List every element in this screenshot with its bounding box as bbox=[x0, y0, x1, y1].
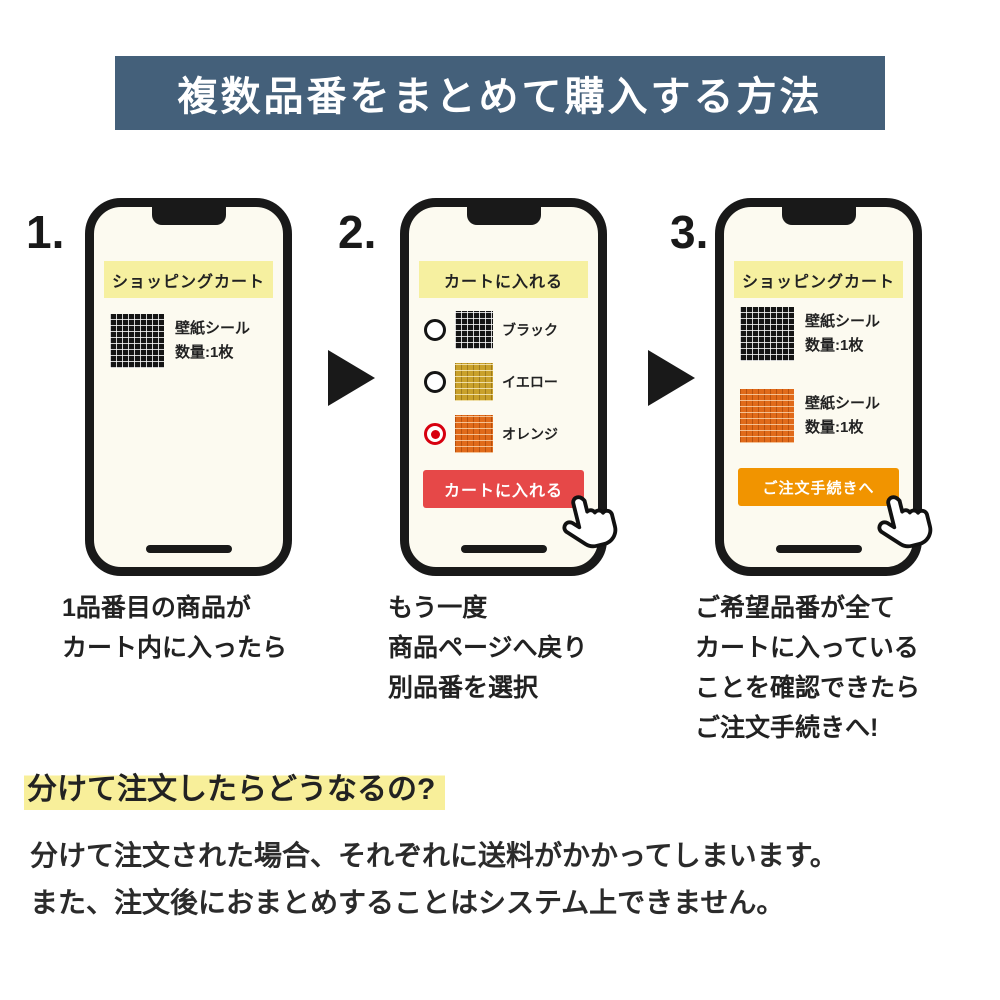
phone-notch bbox=[151, 205, 226, 225]
caption-line: もう一度 bbox=[388, 594, 488, 622]
phone-home-indicator bbox=[460, 545, 547, 553]
color-option-black[interactable]: ブラック bbox=[424, 311, 558, 349]
product-quantity: 数量:1枚 bbox=[175, 344, 234, 361]
cart-item-text: 壁紙シール 数量:1枚 bbox=[805, 310, 880, 358]
step3-caption: ご希望品番が全て カートに入っている ことを確認できたら ご注文手続きへ! bbox=[695, 588, 920, 748]
checkout-button[interactable]: ご注文手続きへ bbox=[738, 468, 899, 506]
cart-item-text: 壁紙シール 数量:1枚 bbox=[175, 317, 250, 365]
add-to-cart-screen-title: カートに入れる bbox=[419, 261, 588, 298]
product-swatch-black bbox=[110, 314, 164, 368]
product-quantity: 数量:1枚 bbox=[805, 337, 864, 354]
step-number-1: 1. bbox=[26, 206, 65, 258]
product-swatch-orange bbox=[740, 389, 794, 443]
caption-line: 1品番目の商品が bbox=[62, 594, 251, 622]
footer-body: 分けて注文された場合、それぞれに送料がかかってしまいます。 また、注文後におまと… bbox=[30, 832, 838, 926]
caption-line: ご希望品番が全て bbox=[695, 594, 896, 622]
swatch-black bbox=[455, 311, 493, 349]
step1-caption: 1品番目の商品が カート内に入ったら bbox=[62, 588, 287, 668]
cart-screen-title: ショッピングカート bbox=[104, 261, 273, 298]
option-label: イエロー bbox=[502, 374, 558, 390]
arrow-right-icon bbox=[328, 350, 375, 406]
cart-screen-title: ショッピングカート bbox=[734, 261, 903, 298]
page-title: 複数品番をまとめて購入する方法 bbox=[115, 56, 885, 130]
color-option-orange[interactable]: オレンジ bbox=[424, 415, 558, 453]
phone-notch bbox=[781, 205, 856, 225]
cart-item-row: 壁紙シール 数量:1枚 bbox=[740, 389, 880, 443]
caption-line: カートに入っている bbox=[695, 634, 919, 662]
product-name: 壁紙シール bbox=[805, 395, 881, 412]
product-quantity: 数量:1枚 bbox=[805, 419, 864, 436]
step-number-2: 2. bbox=[338, 206, 377, 258]
step-number-3: 3. bbox=[670, 206, 709, 258]
product-swatch-black bbox=[740, 307, 794, 361]
phone-step-2: カートに入れる ブラック イエロー オレンジ カートに入れる bbox=[400, 198, 618, 576]
caption-line: カート内に入ったら bbox=[62, 634, 288, 662]
product-name: 壁紙シール bbox=[175, 320, 251, 337]
add-to-cart-button[interactable]: カートに入れる bbox=[423, 470, 584, 508]
radio-button-black[interactable] bbox=[424, 319, 446, 341]
phone-home-indicator bbox=[775, 545, 862, 553]
product-name: 壁紙シール bbox=[805, 313, 881, 330]
step2-caption: もう一度 商品ページへ戻り 別品番を選択 bbox=[388, 588, 588, 708]
caption-line: ことを確認できたら bbox=[695, 674, 921, 702]
swatch-orange bbox=[455, 415, 493, 453]
cart-item-row: 壁紙シール 数量:1枚 bbox=[110, 314, 250, 368]
phone-home-indicator bbox=[145, 545, 232, 553]
caption-line: ご注文手続きへ! bbox=[695, 714, 879, 742]
phone-step-3: ショッピングカート 壁紙シール 数量:1枚 壁紙シール 数量:1枚 ご注文手続き… bbox=[715, 198, 933, 576]
hand-cursor-icon bbox=[562, 495, 618, 549]
color-option-yellow[interactable]: イエロー bbox=[424, 363, 558, 401]
phone-step-1: ショッピングカート 壁紙シール 数量:1枚 bbox=[85, 198, 292, 576]
radio-button-yellow[interactable] bbox=[424, 371, 446, 393]
footer-body-line: また、注文後におまとめすることはシステム上できません。 bbox=[30, 887, 785, 918]
hand-cursor-icon bbox=[877, 495, 933, 549]
caption-line: 商品ページへ戻り bbox=[388, 634, 588, 662]
arrow-right-icon bbox=[648, 350, 695, 406]
option-label: ブラック bbox=[502, 322, 558, 338]
cart-item-text: 壁紙シール 数量:1枚 bbox=[805, 392, 880, 440]
swatch-yellow bbox=[455, 363, 493, 401]
cart-item-row: 壁紙シール 数量:1枚 bbox=[740, 307, 880, 361]
radio-button-orange-selected[interactable] bbox=[424, 423, 446, 445]
phone-notch bbox=[466, 205, 541, 225]
footer-body-line: 分けて注文された場合、それぞれに送料がかかってしまいます。 bbox=[30, 840, 838, 871]
caption-line: 別品番を選択 bbox=[388, 674, 539, 702]
option-label: オレンジ bbox=[502, 426, 558, 442]
footer-heading: 分けて注文したらどうなるの? bbox=[24, 764, 446, 810]
footer-heading-highlight: 分けて注文したらどうなるの? bbox=[24, 771, 446, 810]
